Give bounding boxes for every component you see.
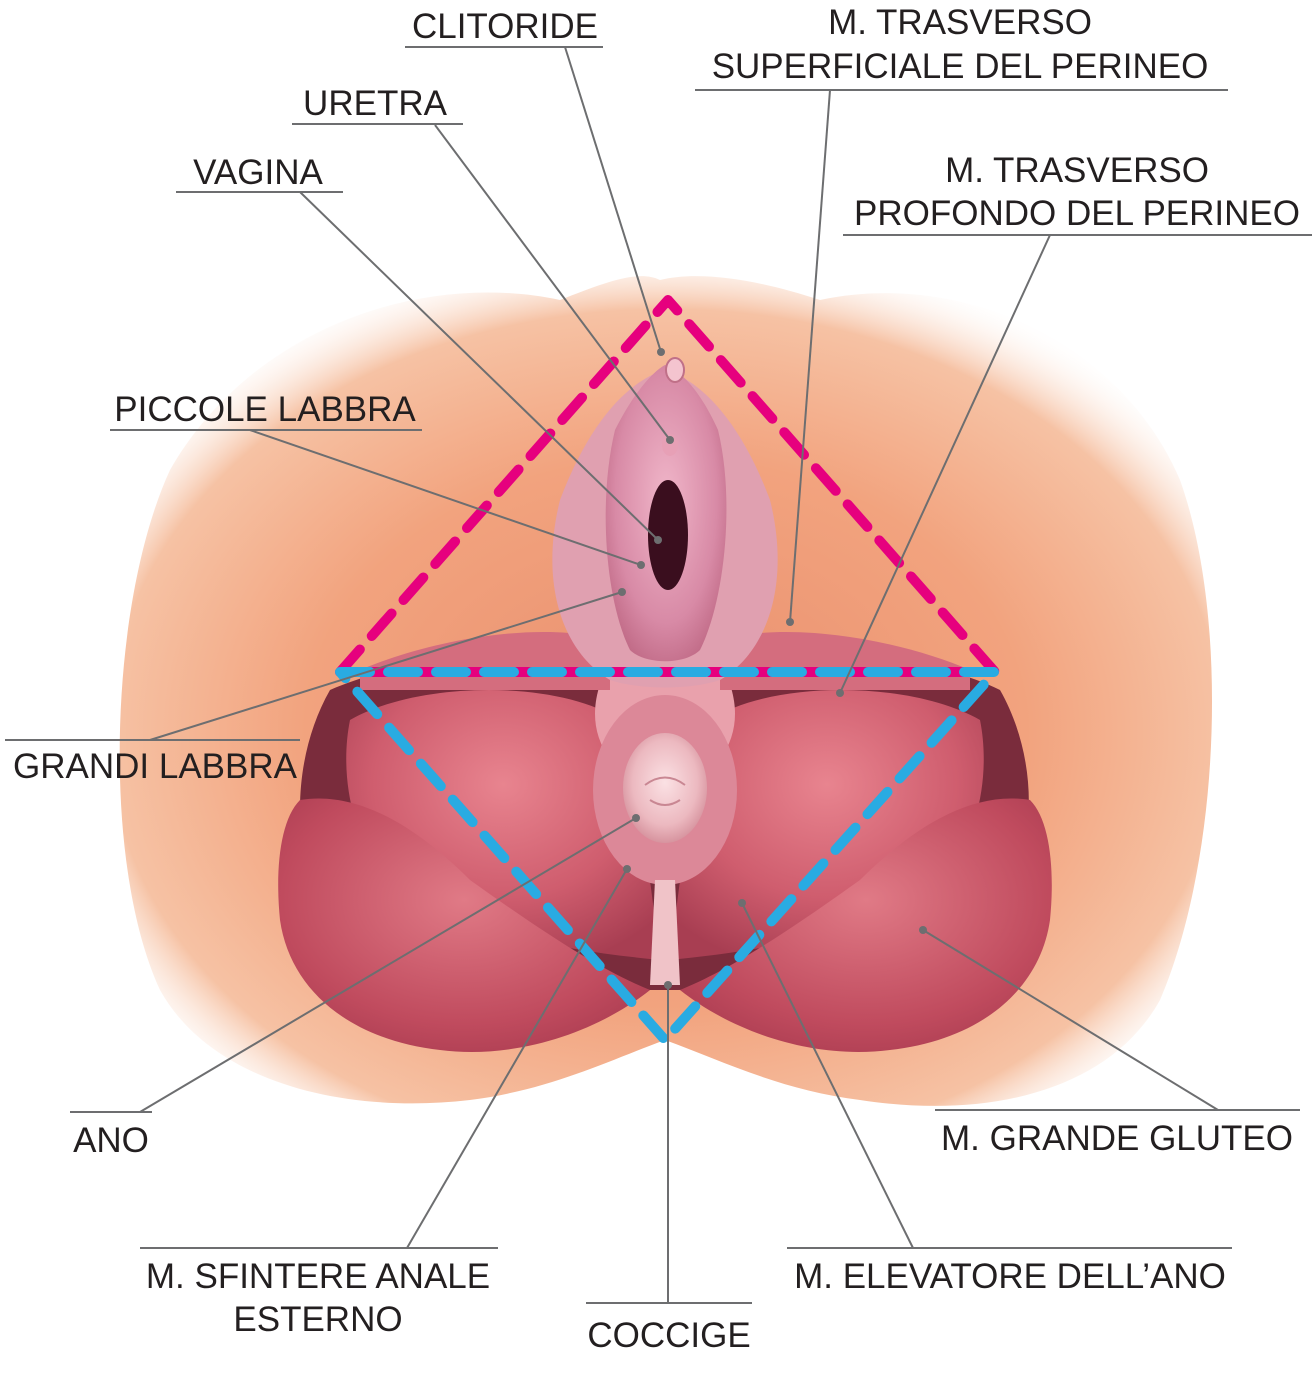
clitoris xyxy=(666,358,684,382)
label-elevatore: M. ELEVATORE DELL’ANO xyxy=(794,1257,1226,1296)
uretra-dot xyxy=(666,436,674,444)
clitoride-dot xyxy=(657,348,665,356)
anococcygeal-ligament xyxy=(650,880,680,985)
anus xyxy=(623,733,707,843)
sfintere-dot xyxy=(623,865,631,873)
label-coccige: COCCIGE xyxy=(587,1316,750,1355)
grande-gluteo-dot xyxy=(919,926,927,934)
label-clitoride: CLITORIDE xyxy=(412,7,598,46)
vagina-dot xyxy=(654,536,662,544)
coccige-dot xyxy=(664,981,672,989)
label-grandi-labbra: GRANDI LABBRA xyxy=(13,747,298,786)
label-piccole-labbra: PICCOLE LABBRA xyxy=(114,390,416,429)
label-uretra: URETRA xyxy=(303,84,448,123)
elevatore-dot xyxy=(738,899,746,907)
label-grande-gluteo: M. GRANDE GLUTEO xyxy=(941,1119,1293,1158)
trasverso-profondo-dot xyxy=(836,689,844,697)
label-trasverso-profondo-line1: M. TRASVERSO xyxy=(945,151,1209,190)
label-sfintere-line1: M. SFINTERE ANALE xyxy=(146,1257,490,1296)
label-trasverso-superficiale-line1: M. TRASVERSO xyxy=(828,3,1092,42)
ano-dot xyxy=(632,814,640,822)
piccole-labbra-dot xyxy=(637,561,645,569)
label-sfintere-line2: ESTERNO xyxy=(233,1300,402,1339)
grandi-labbra-dot xyxy=(618,588,626,596)
label-ano: ANO xyxy=(73,1121,149,1160)
label-trasverso-superficiale-line2: SUPERFICIALE DEL PERINEO xyxy=(712,47,1209,86)
label-trasverso-profondo-line2: PROFONDO DEL PERINEO xyxy=(854,194,1300,233)
label-vagina: VAGINA xyxy=(193,153,323,192)
trasverso-superficiale-dot xyxy=(786,618,794,626)
